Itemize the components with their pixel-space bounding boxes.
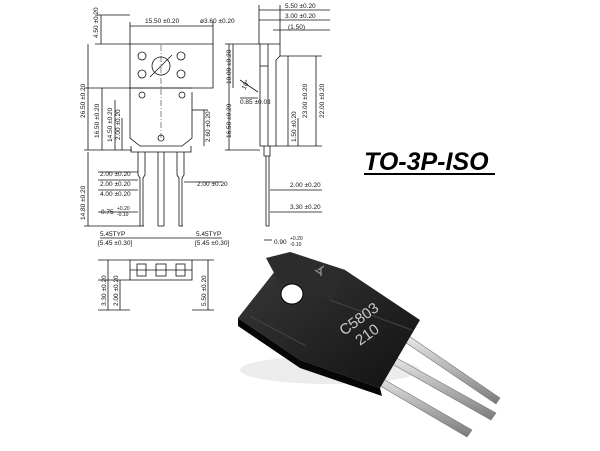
side-h1-dim: 23.00 ±0.20: [302, 83, 309, 118]
side-lead-len-dim: 3.30 ±0.20: [290, 204, 321, 211]
pitch-left-dim: 5.45TYP: [100, 231, 125, 238]
package-title: TO-3P-ISO: [364, 148, 489, 176]
bottom-h2-dim: 2.00 ±0.20: [113, 275, 120, 306]
side-lead-thk-tol-bot: -0.10: [290, 242, 302, 248]
bottom-view-labels: 3.30 ±0.20 2.00 ±0.20 5.50 ±0.20: [101, 275, 208, 306]
side-lead-off-dim: 2.00 ±0.20: [290, 182, 321, 189]
pitch-right-dim: 5.45TYP: [196, 231, 221, 238]
side-angle-dim: 10°: [240, 78, 252, 91]
side-view-labels: 5.50 ±0.20 3.00 ±0.20 (1.50) 10.00 ±0.20…: [226, 3, 326, 248]
body-height-dim: 16.50 ±0.20: [94, 103, 101, 138]
lead-thk-tol-top: +0.20: [117, 206, 130, 212]
step-dim: 2.00 ±0.20: [115, 109, 122, 140]
side-lead-thk-tol-top: +0.20: [290, 236, 303, 242]
front-view-labels: 15.50 ±0.20 ø3.60 ±0.20 4.50 ±0.20 26.50…: [80, 7, 235, 247]
package-body: [238, 252, 420, 388]
component-photo: C5803 210: [238, 252, 501, 438]
side-view: [225, 5, 330, 241]
side-h4-dim: 1.50 ±0.20: [291, 111, 298, 142]
pitch-left-sub: [5.45 ±0.30]: [98, 240, 132, 247]
side-step-dim: 2.60 ±0.20: [205, 111, 212, 142]
total-height-dim: 26.50 ±0.20: [80, 83, 87, 118]
mounting-hole: [280, 283, 304, 305]
side-step-dim: 0.85 ±0.03: [240, 99, 271, 106]
lead-len-dim: 14.80 ±0.20: [80, 185, 87, 220]
lead-w2-dim: 2.00 ±0.20: [100, 181, 131, 188]
front-view: [84, 14, 222, 239]
inner-height-dim: 14.50 ±0.20: [107, 107, 114, 142]
side-thk-dim: 5.50 ±0.20: [285, 3, 316, 10]
pitch-right-sub: [5.45 ±0.30]: [195, 240, 229, 247]
lead-thk-tol-bot: -0.10: [117, 212, 129, 218]
logo-icon: [314, 265, 325, 276]
side-thk2-dim: 3.00 ±0.20: [285, 13, 316, 20]
bottom-h1-dim: 3.30 ±0.20: [101, 275, 108, 306]
hole-dim: ø3.60 ±0.20: [200, 18, 235, 25]
side-thk3-dim: (1.50): [288, 24, 305, 31]
lead-w1-dim: 2.00 ±0.20: [100, 171, 131, 178]
lead-w3-dim: 4.00 ±0.20: [100, 191, 131, 198]
lead-right-dim: 2.00 ±0.20: [197, 181, 228, 188]
side-tab-dim: 10.00 ±0.20: [226, 49, 233, 84]
width-dim: 15.50 ±0.20: [145, 18, 180, 25]
bottom-h3-dim: 5.50 ±0.20: [201, 275, 208, 306]
lead-thk-dim: 0.75: [101, 209, 114, 216]
tab-height-dim: 4.50 ±0.20: [93, 7, 100, 38]
bottom-view: [98, 259, 214, 311]
side-lead-thk-dim: 0.90: [274, 239, 287, 246]
side-h2-dim: 22.00 ±0.20: [319, 83, 326, 118]
side-h3-dim: 16.50 ±0.20: [226, 103, 233, 138]
